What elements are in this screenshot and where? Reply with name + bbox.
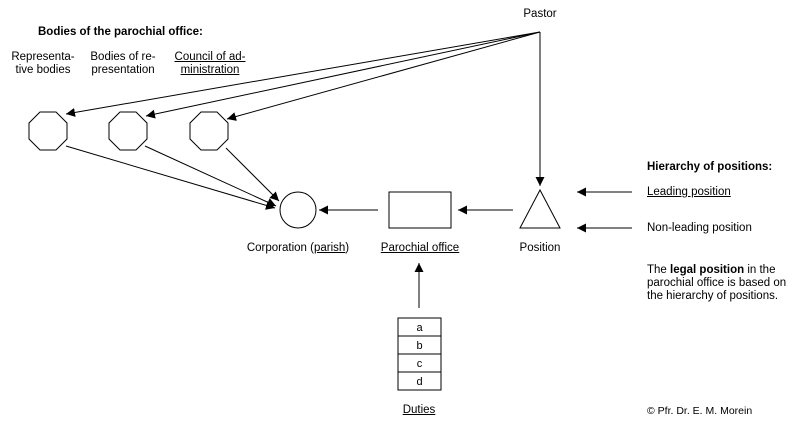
body-label-representative: Representa- tive bodies	[11, 51, 75, 76]
body-label-council: Council of ad- ministration	[174, 51, 246, 76]
duty-item: d	[416, 376, 423, 388]
duty-item: c	[416, 358, 423, 370]
arrow-pastor-to-representative	[65, 31, 541, 117]
parish-link: parish	[313, 242, 346, 254]
arrow-representation-to-corporation	[144, 145, 277, 207]
pastor-label: Pastor	[523, 8, 557, 20]
parochial-office-label: Parochial office	[380, 242, 460, 254]
parochial-office-rect	[388, 191, 452, 229]
non-leading-position-label: Non-leading position	[647, 222, 752, 234]
leading-position-label: Leading position	[647, 186, 731, 198]
arrow-pastor-to-council	[226, 31, 541, 121]
position-triangle	[519, 188, 561, 229]
legal-position-emphasis: legal position	[670, 264, 745, 276]
duties-label: Duties	[402, 404, 436, 416]
council-of-administration-octagon	[189, 111, 229, 151]
copyright-notice: © Pfr. Dr. E. M. Morein	[647, 405, 753, 417]
legal-note: The legal position in the parochial offi…	[647, 264, 787, 302]
duties-stack	[397, 317, 442, 391]
duty-item: b	[416, 340, 423, 352]
duty-item: a	[416, 322, 423, 334]
corporation-label: Corporation (parish)	[246, 242, 350, 254]
corporation-circle	[279, 191, 317, 229]
representative-bodies-octagon	[28, 111, 68, 151]
hierarchy-title: Hierarchy of positions:	[647, 161, 773, 173]
arrow-council-to-corporation	[225, 147, 280, 202]
bodies-of-representation-octagon	[108, 111, 148, 151]
arrow-pastor-to-representation	[145, 31, 541, 119]
body-label-representation: Bodies of re- presentation	[90, 51, 156, 76]
position-label: Position	[519, 242, 561, 254]
bodies-title: Bodies of the parochial office:	[38, 26, 203, 38]
arrow-representative-to-corporation	[65, 145, 276, 210]
